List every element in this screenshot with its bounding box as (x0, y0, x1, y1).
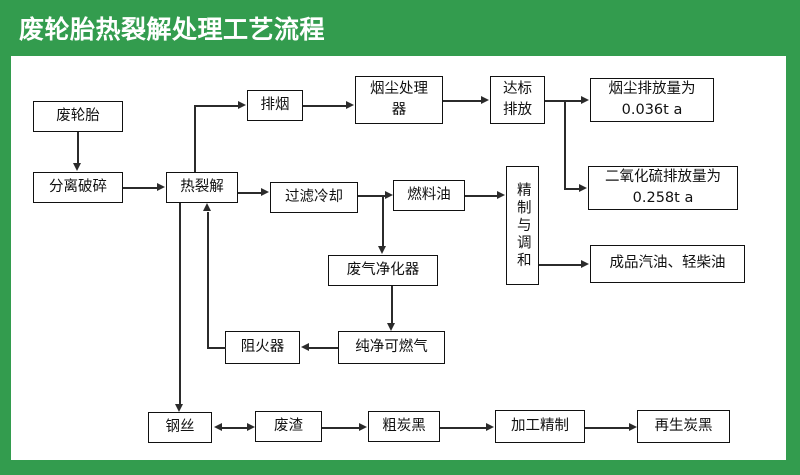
node-filter-cool: 过滤冷却 (270, 182, 358, 213)
node-label: 过滤冷却 (285, 188, 343, 205)
node-label-line1: 达标 (503, 81, 532, 98)
edge-steelwire-wasteresidue (220, 427, 250, 429)
page-title: 废轮胎热裂解处理工艺流程 (19, 15, 326, 44)
node-label: 钢丝 (165, 418, 195, 435)
arrowhead-right (581, 96, 589, 105)
node-label: 粗炭黑 (382, 417, 426, 434)
edge-gaspurifier-to-cleangas (391, 286, 393, 324)
node-dust-emission-value: 烟尘排放量为 0.036t a (590, 78, 714, 122)
node-refine-blend: 精制与调和 (506, 166, 539, 285)
edge-dusttreater-to-compliant (443, 100, 482, 102)
node-label: 加工精制 (511, 417, 569, 434)
node-label: 热裂解 (180, 178, 224, 195)
edge-arrester-to-pyrolysis-vertical (207, 212, 209, 348)
node-crude-carbon-black: 粗炭黑 (368, 411, 440, 442)
arrowhead-right (247, 423, 255, 432)
arrowhead-up (203, 203, 212, 211)
arrowhead-right (261, 188, 269, 197)
node-finished-oil: 成品汽油、轻柴油 (590, 245, 745, 283)
arrowhead-down (175, 404, 184, 412)
edge-fueloil-to-refine (465, 195, 498, 197)
edge-compliant-to-so2-horizontal (564, 188, 581, 190)
node-label: 再生炭黑 (654, 417, 713, 434)
edge-compliant-to-dustvalue (545, 100, 582, 102)
node-label: 排烟 (260, 96, 290, 113)
node-label: 废轮胎 (56, 107, 100, 124)
node-process-refine: 加工精制 (495, 410, 585, 443)
node-label: 阻火器 (240, 338, 285, 355)
arrowhead-left (214, 423, 222, 432)
arrowhead-down (378, 246, 387, 254)
edge-crudecarbon-to-processrefine (440, 427, 487, 429)
node-pyrolysis: 热裂解 (166, 172, 238, 203)
node-label: 分离破碎 (49, 178, 107, 195)
node-separate-crush: 分离破碎 (33, 172, 123, 203)
node-dust-treater: 烟尘处理 器 (355, 76, 443, 124)
edge-filtercool-to-fueloil (358, 195, 386, 197)
node-label-line1: 烟尘排放量为 (608, 81, 696, 98)
node-label: 废渣 (274, 417, 303, 434)
node-label-line2: 0.036t a (621, 102, 683, 118)
edge-arrester-to-pyrolysis-horizontal (207, 347, 226, 349)
node-fuel-oil: 燃料油 (393, 180, 465, 211)
arrowhead-right (157, 183, 165, 192)
edge-pyrolysis-to-smoke-vertical (194, 105, 196, 172)
edge-compliant-branch-vertical (564, 100, 566, 189)
node-recycled-carbon-black: 再生炭黑 (637, 410, 730, 443)
arrowhead-right (238, 101, 246, 110)
edge-pyrolysis-to-smoke-horizontal (194, 105, 239, 107)
edge-processrefine-to-recycledcarbon (585, 427, 630, 429)
edge-crush-to-pyrolysis (123, 187, 158, 189)
arrowhead-right (359, 423, 367, 432)
node-clean-gas: 纯净可燃气 (338, 331, 445, 364)
arrowhead-right (486, 423, 494, 432)
node-label-line2: 排放 (503, 102, 532, 118)
node-steel-wire: 钢丝 (148, 412, 212, 443)
arrowhead-right (497, 191, 505, 200)
node-gas-purifier: 废气净化器 (328, 255, 438, 286)
node-label: 纯净可燃气 (355, 338, 428, 355)
arrowhead-right (629, 423, 637, 432)
edge-wasteresidue-to-crudecarbon (322, 427, 360, 429)
node-exhaust-smoke: 排烟 (247, 90, 303, 121)
node-so2-emission-value: 二氧化硫排放量为 0.258t a (588, 166, 738, 210)
node-waste-tire: 废轮胎 (33, 101, 123, 132)
arrowhead-left (301, 343, 309, 352)
title-bar: 废轮胎热裂解处理工艺流程 (0, 0, 800, 56)
node-label: 精制与调和 (514, 181, 531, 270)
diagram-canvas: 废轮胎 分离破碎 热裂解 排烟 烟尘处理 器 达标 排放 烟尘排放量为 0.03… (11, 56, 786, 460)
node-label-line2: 0.258t a (632, 190, 694, 206)
node-label-line2: 器 (391, 102, 407, 118)
node-label-line1: 二氧化硫排放量为 (605, 169, 721, 186)
node-waste-residue: 废渣 (255, 411, 322, 442)
node-label: 废气净化器 (346, 261, 420, 278)
edge-cleangas-to-arrester (308, 347, 338, 349)
edge-wastetire-to-crush (77, 132, 79, 164)
edge-filtercool-to-gaspurifier-vertical (382, 195, 384, 247)
edge-smoke-to-dusttreater (303, 105, 347, 107)
arrowhead-down (73, 163, 82, 171)
arrowhead-right (579, 184, 587, 193)
edge-pyrolysis-to-filtercool (238, 192, 262, 194)
arrowhead-down (387, 323, 396, 331)
node-compliant-emission: 达标 排放 (490, 76, 545, 124)
node-label: 成品汽油、轻柴油 (609, 255, 726, 272)
node-label: 燃料油 (407, 186, 451, 203)
node-label-line1: 烟尘处理 (370, 81, 428, 98)
node-flame-arrester: 阻火器 (225, 331, 300, 364)
arrowhead-right (346, 101, 354, 110)
arrowhead-right (481, 96, 489, 105)
arrowhead-right (581, 260, 589, 269)
arrowhead-right (385, 191, 393, 200)
edge-pyrolysis-to-steelwire (179, 203, 181, 405)
edge-refine-to-finishedoil (539, 264, 582, 266)
